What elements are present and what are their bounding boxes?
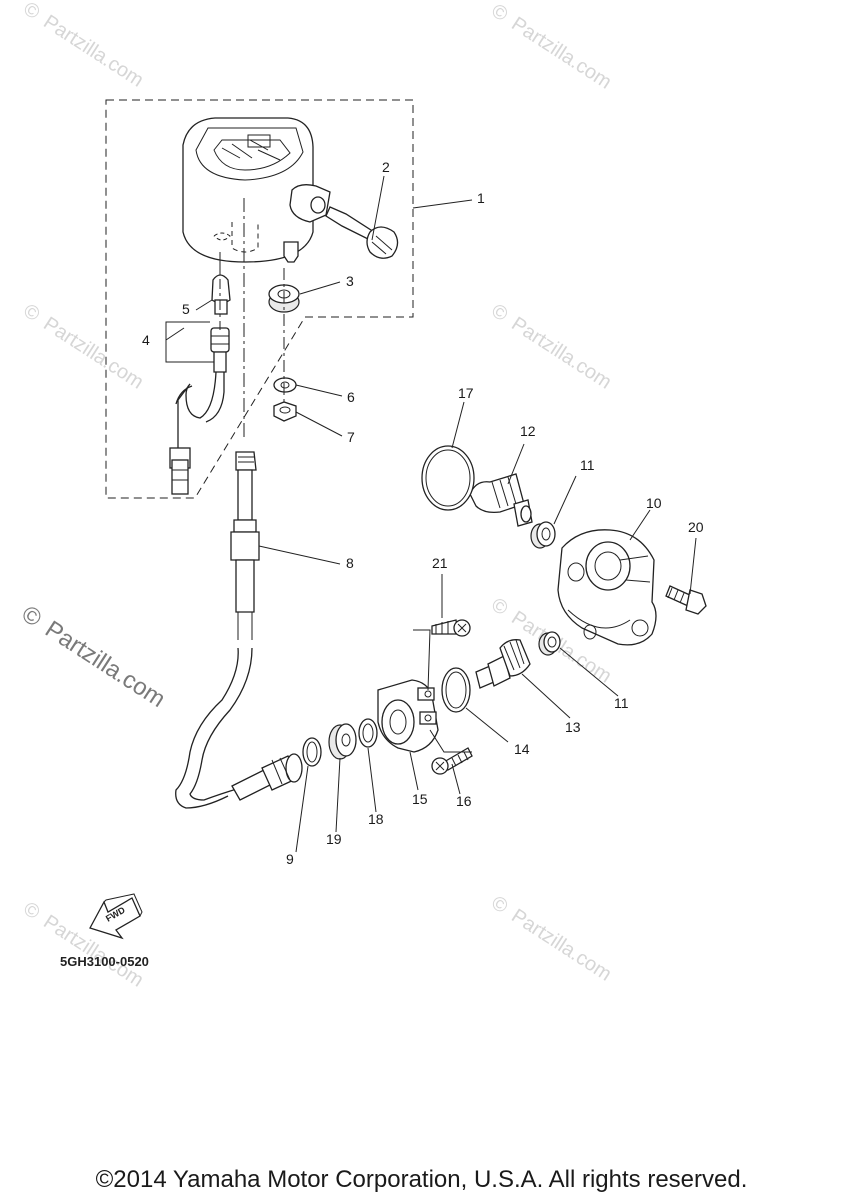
bushing-lower: [538, 631, 561, 656]
thrust-washer: [358, 718, 378, 748]
callout-19: 19: [326, 831, 342, 847]
svg-text:©: ©: [487, 892, 512, 919]
callout-12: 12: [520, 423, 536, 439]
watermark-bottom-right: © Partzilla.com: [487, 892, 615, 986]
callout-11-lower: 11: [614, 695, 629, 711]
callout-8: 8: [346, 555, 354, 571]
callout-labels: 1 2 3 4 5 6 7 8 9 10 11 11 12 13 14 15 1…: [142, 159, 704, 867]
screw-upper-line: [413, 629, 431, 691]
svg-text:©: ©: [19, 0, 44, 24]
screw-upper: [431, 619, 471, 637]
leader-lines: [165, 175, 697, 853]
callout-17: 17: [458, 385, 474, 401]
callout-11-upper: 11: [580, 457, 595, 473]
fwd-arrow-icon: FWD: [89, 893, 143, 940]
bolt: [665, 585, 707, 615]
watermark-large: © Partzilla.com: [17, 600, 170, 713]
driven-gear: [475, 639, 531, 689]
case-o-ring: [421, 445, 475, 511]
bulb-socket-harness: [169, 327, 230, 495]
assembly-boundary: [105, 99, 414, 499]
svg-text:Partzilla.com: Partzilla.com: [39, 313, 147, 394]
svg-text:Partzilla.com: Partzilla.com: [40, 616, 170, 713]
callout-7: 7: [347, 429, 355, 445]
callout-2: 2: [382, 159, 390, 175]
callout-3: 3: [346, 273, 354, 289]
meter-assembly: [182, 117, 331, 263]
callout-13: 13: [565, 719, 581, 735]
drive-gear: [469, 473, 533, 527]
bushing-upper: [530, 521, 556, 549]
svg-text:©: ©: [487, 594, 512, 621]
callout-16: 16: [456, 793, 472, 809]
diagram-code: 5GH3100-0520: [60, 954, 149, 969]
nut: [273, 401, 297, 422]
callout-20: 20: [688, 519, 704, 535]
washer: [273, 377, 297, 393]
callout-5: 5: [182, 301, 190, 317]
svg-text:Partzilla.com: Partzilla.com: [507, 905, 615, 986]
callout-1: 1: [477, 190, 485, 206]
copyright-notice: ©2014 Yamaha Motor Corporation, U.S.A. A…: [95, 1166, 748, 1193]
callout-4: 4: [142, 332, 150, 348]
housing-o-ring: [441, 667, 471, 713]
callout-15: 15: [412, 791, 428, 807]
svg-text:Partzilla.com: Partzilla.com: [507, 313, 615, 394]
svg-text:©: ©: [19, 898, 44, 925]
screw-lower: [431, 747, 473, 775]
cable-end-fitting: [231, 753, 303, 801]
svg-text:Partzilla.com: Partzilla.com: [39, 11, 147, 92]
callout-18: 18: [368, 811, 384, 827]
callout-6: 6: [347, 389, 355, 405]
watermark-mid-right: © Partzilla.com: [487, 300, 615, 394]
speedometer-cable: [175, 198, 260, 809]
callout-9: 9: [286, 851, 294, 867]
watermark-top-right: © Partzilla.com: [487, 0, 615, 94]
svg-text:©: ©: [19, 300, 44, 327]
svg-text:©: ©: [487, 0, 512, 26]
watermark-top-left: © Partzilla.com: [19, 0, 147, 92]
callout-10: 10: [646, 495, 662, 511]
screw-lower-line: [429, 729, 472, 753]
svg-text:©: ©: [17, 600, 47, 632]
gear-housing: [377, 679, 439, 753]
o-ring: [302, 737, 322, 767]
watermark-mid-left: © Partzilla.com: [19, 300, 147, 394]
trip-knob: [325, 206, 399, 259]
callout-14: 14: [514, 741, 530, 757]
svg-text:Partzilla.com: Partzilla.com: [507, 13, 615, 94]
svg-text:©: ©: [487, 300, 512, 327]
gear-case: [557, 529, 657, 646]
oil-seal: [328, 723, 357, 760]
callout-21: 21: [432, 555, 448, 571]
